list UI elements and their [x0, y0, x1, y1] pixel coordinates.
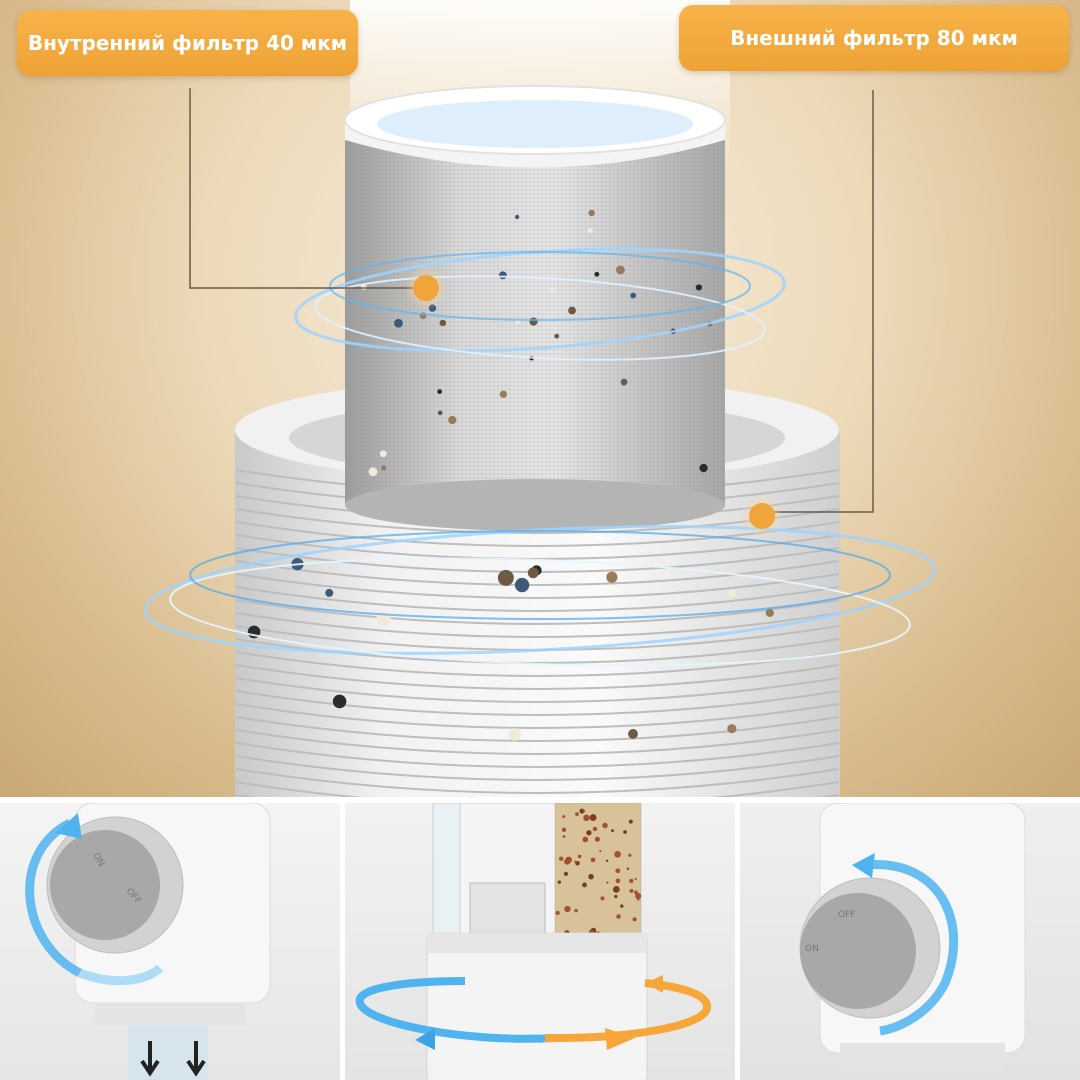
inner-filter-marker	[404, 266, 448, 310]
outer-filter-callout: Внешний фильтр 80 мкм	[679, 5, 1069, 71]
knob-on-label: ON	[805, 944, 819, 954]
rotate-arrow-icon	[355, 975, 711, 1050]
filter-cartridge-graphic	[144, 0, 936, 797]
close-step-graphic: OFF ON	[799, 803, 1026, 1073]
housing-step-panel	[345, 803, 735, 1080]
outer-filter-marker	[740, 494, 784, 538]
left-valve-knob[interactable]: ON OFF	[46, 816, 184, 954]
rotate-arrow-icon	[852, 853, 958, 1036]
water-swirl	[144, 247, 936, 667]
outer-callout-leader	[762, 90, 874, 513]
inner-filter-callout: Внутренний фильтр 40 мкм	[17, 10, 358, 76]
inner-mesh-filter	[344, 85, 726, 531]
right-valve-knob[interactable]: OFF ON	[799, 877, 941, 1019]
flush-step-graphic: ON OFF	[25, 803, 271, 1080]
knob-off-label: OFF	[838, 910, 855, 920]
rotate-arrow-icon	[25, 813, 164, 986]
filter-hero-illustration: Внутренний фильтр 40 мкм Внешний фильтр …	[0, 0, 1080, 797]
flush-step-panel: ON OFF	[0, 803, 340, 1080]
inner-callout-leader	[189, 88, 426, 289]
section-divider	[0, 797, 1080, 803]
debris-particles	[247, 209, 774, 741]
housing-step-graphic	[355, 803, 711, 1080]
close-step-panel: OFF ON	[740, 803, 1080, 1080]
flush-arrow-icon	[140, 1041, 206, 1077]
